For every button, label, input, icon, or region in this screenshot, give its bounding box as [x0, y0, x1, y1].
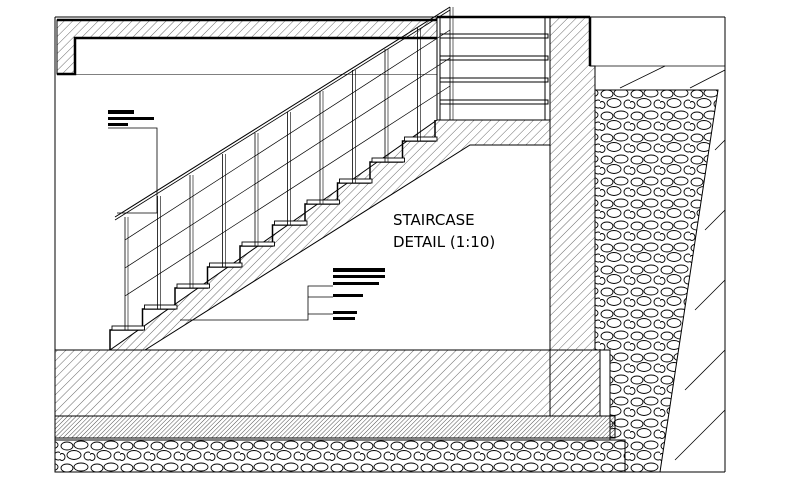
drawing-title-line-1: STAIRCASE: [393, 211, 475, 229]
landing-treads: [439, 18, 549, 120]
stair-railing: [114, 6, 454, 330]
earth-bank: [595, 65, 726, 461]
handrail-lower-edge: [114, 9, 451, 221]
landing-tread: [439, 77, 549, 83]
stair-waist-slab: [108, 119, 551, 351]
landing-tread: [439, 33, 549, 39]
top-slab: [56, 18, 438, 76]
rubble-backfill: [594, 89, 719, 473]
landing-tread: [439, 55, 549, 61]
drawing-title-line-2: DETAIL (1:10): [393, 233, 495, 251]
landing-tread: [439, 99, 549, 105]
callout-marker-top-left: [108, 110, 158, 214]
handrail: [114, 6, 451, 218]
floor-slab: [54, 349, 601, 417]
retaining-wall: [549, 16, 601, 417]
callout-marker-center: [180, 268, 385, 321]
rubble-foundation: [54, 439, 626, 473]
pcc-bed: [54, 415, 616, 439]
